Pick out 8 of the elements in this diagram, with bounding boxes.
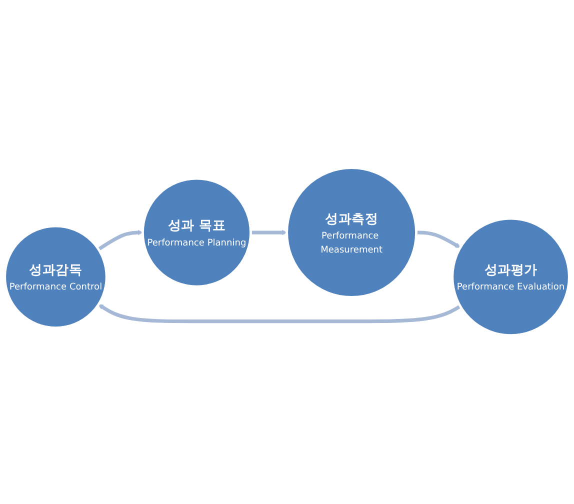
node-circle: 성과측정 Performance Measurement (286, 167, 418, 299)
node-circle: 성과평가 Performance Evaluation (451, 218, 570, 337)
arrow (416, 231, 461, 248)
node-circle: 성과 목표 Performance Planning (142, 178, 252, 288)
node-circle: 성과감독 Performance Control (4, 225, 108, 330)
arrow (98, 230, 143, 252)
arrow (98, 304, 462, 324)
arrow (250, 230, 288, 236)
